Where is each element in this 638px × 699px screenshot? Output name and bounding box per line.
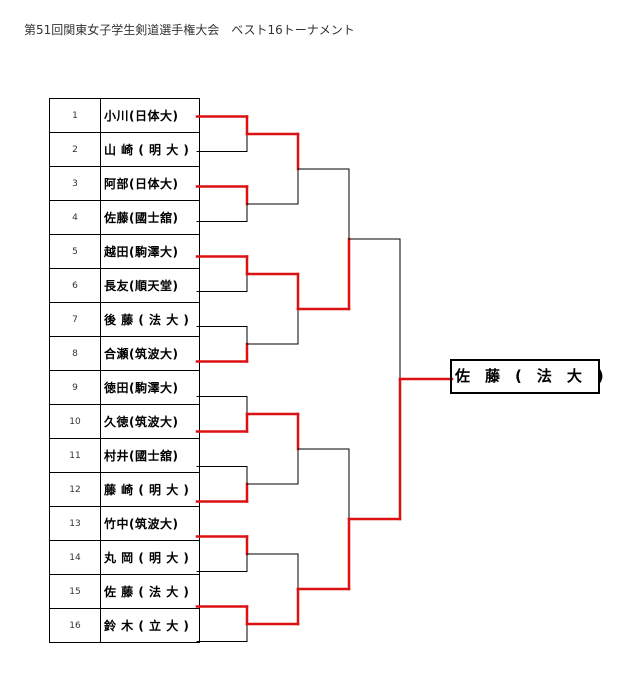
seed-number: 10 (49, 404, 101, 439)
seed-number: 3 (49, 166, 101, 201)
player-name: 小川(日体大) (100, 98, 200, 133)
seed-number: 4 (49, 200, 101, 235)
page-title: 第51回関東女子学生剣道選手権大会 ベスト16トーナメント (24, 23, 355, 37)
player-name: 長友(順天堂) (100, 268, 200, 303)
player-name: 竹中(筑波大) (100, 506, 200, 541)
player-name: 徳田(駒澤大) (100, 370, 200, 405)
seed-number: 7 (49, 302, 101, 337)
player-name: 藤 崎 ( 明 大 ) (100, 472, 200, 507)
seed-number: 8 (49, 336, 101, 371)
player-name: 阿部(日体大) (100, 166, 200, 201)
player-name: 後 藤 ( 法 大 ) (100, 302, 200, 337)
player-name: 佐 藤 ( 法 大 ) (100, 574, 200, 609)
player-name: 山 崎 ( 明 大 ) (100, 132, 200, 167)
player-name: 鈴 木 ( 立 大 ) (100, 608, 200, 643)
player-name: 越田(駒澤大) (100, 234, 200, 269)
player-name: 佐藤(國士舘) (100, 200, 200, 235)
seed-number: 13 (49, 506, 101, 541)
player-name: 久徳(筑波大) (100, 404, 200, 439)
champion-box: 佐 藤 ( 法 大 ) (450, 359, 604, 394)
seed-number: 11 (49, 438, 101, 473)
